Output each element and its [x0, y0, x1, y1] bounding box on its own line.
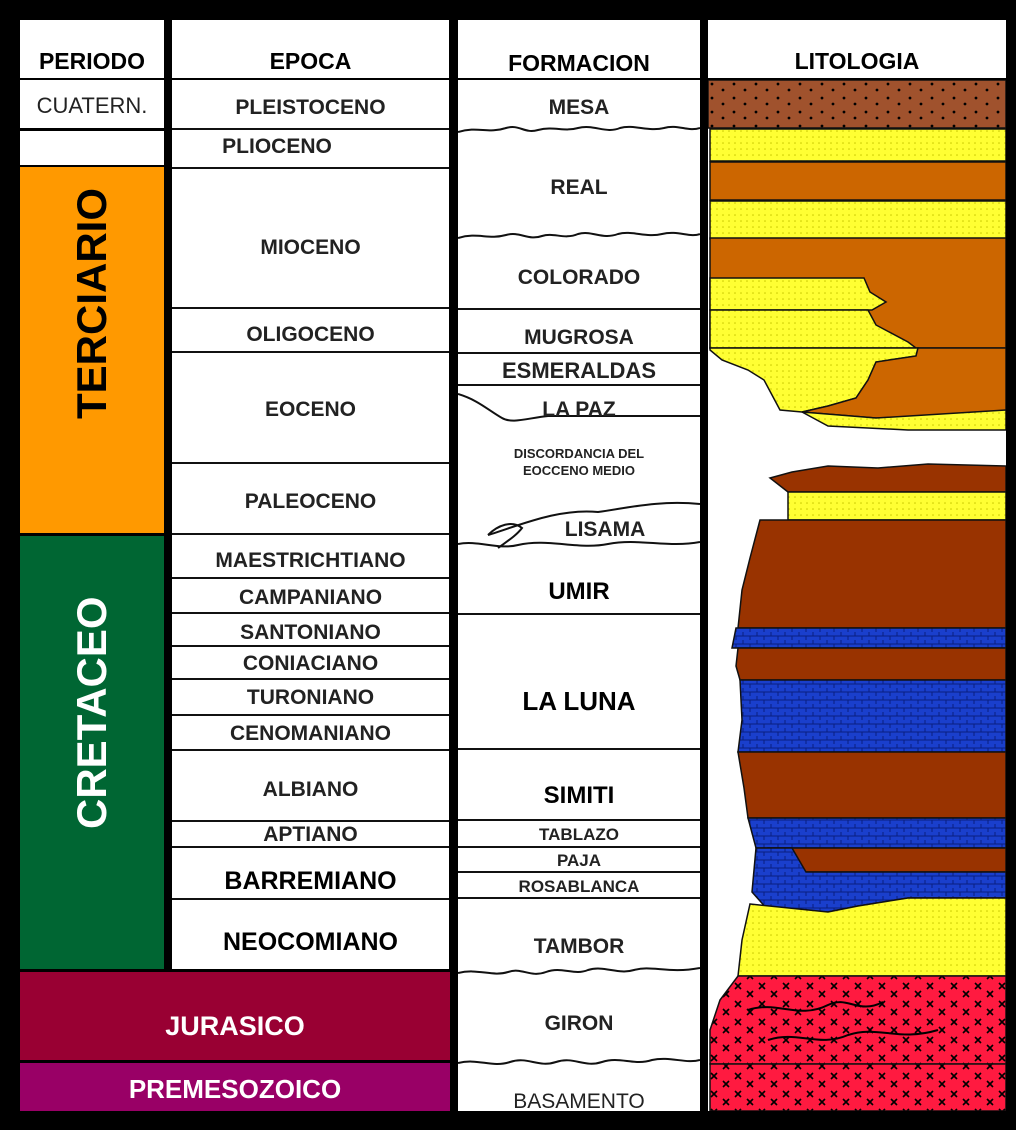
formation-tablazo: TABLAZO	[539, 825, 619, 844]
epoch-cenomaniano: CENOMANIANO	[230, 722, 391, 745]
lith-giron-fractures	[747, 1001, 939, 1041]
epoch-oligoceno: OLIGOCENO	[246, 323, 375, 346]
lithology-column	[708, 80, 1006, 1111]
header-litologia-cell	[708, 20, 1006, 78]
lith-umir-shale	[737, 519, 1006, 629]
lith-lisama-shale-top	[768, 463, 1006, 493]
formation-mesa: MESA	[548, 96, 610, 119]
formation-colorado: COLORADO	[517, 266, 641, 289]
epoch-plioceno: PLIOCENO	[222, 135, 332, 158]
formation-simiti: SIMITI	[543, 782, 615, 809]
header-litologia: LITOLOGIA	[794, 48, 920, 74]
formation-esmeraldas: ESMERALDAS	[501, 358, 656, 383]
epoch-coniaciano: CONIACIANO	[242, 652, 379, 675]
lith-laluna-lime-2	[737, 679, 1006, 753]
epoch-turoniano: TURONIANO	[246, 686, 375, 709]
formation-real: REAL	[550, 176, 608, 199]
epoca-divider	[172, 749, 449, 751]
epoca-divider	[172, 898, 449, 900]
header-epoca-cell	[172, 20, 449, 78]
lith-mesa-gravel	[708, 80, 1006, 129]
formation-mugrosa: MUGROSA	[524, 326, 634, 349]
epoca-divider	[172, 533, 449, 535]
formation-rosablanca: ROSABLANCA	[518, 877, 640, 896]
header-epoca: EPOCA	[269, 48, 352, 74]
unconformity-giron-base	[458, 1057, 700, 1065]
epoca-divider	[172, 645, 449, 647]
epoch-paleoceno: PALEOCENO	[244, 490, 377, 513]
period-terciario-block	[20, 167, 164, 533]
header-formacion-cell	[458, 20, 700, 78]
period-blank-cell	[20, 131, 164, 165]
lith-real-sand-top	[709, 128, 1006, 162]
period-cuaternario-cell	[20, 80, 164, 128]
formation-lisama: LISAMA	[564, 518, 646, 541]
lith-colorado-sand-tongue	[709, 277, 888, 311]
unconformity-lisama-side	[487, 523, 524, 549]
formation-umir: UMIR	[548, 578, 610, 605]
formation-paja: PAJA	[556, 851, 602, 870]
epoch-aptiano: APTIANO	[263, 823, 358, 846]
lith-simiti-shale	[737, 751, 1006, 819]
epoch-neocomiano: NEOCOMIANO	[223, 928, 398, 956]
unconformity-lisama-base	[458, 541, 700, 548]
epoch-barremiano: BARREMIANO	[224, 867, 397, 895]
lith-tambor-sand	[737, 897, 1006, 977]
formacion-boundaries	[458, 125, 700, 1065]
lith-real-shale	[709, 161, 1006, 201]
unconformity-mesa-base	[458, 125, 700, 133]
epoch-maestrichtiano: MAESTRICHTIANO	[215, 549, 406, 572]
epoch-albiano: ALBIANO	[262, 778, 359, 801]
formation-laluna: LA LUNA	[522, 686, 636, 716]
period-premesozoico-label: PREMESOZOICO	[128, 1074, 342, 1104]
header-periodo-cell	[20, 20, 164, 78]
epoca-divider	[172, 167, 449, 169]
lith-tablazo-lime	[747, 817, 1006, 849]
unconformity-lapaz	[458, 393, 700, 422]
formation-discordancia-line2: EOCCENO MEDIO	[523, 463, 635, 478]
unconformity-tambor-base	[458, 967, 700, 975]
epoch-campaniano: CAMPANIANO	[238, 586, 383, 609]
formation-basamento: BASAMENTO	[513, 1090, 645, 1113]
epoca-divider	[172, 714, 449, 716]
epoca-divider	[172, 678, 449, 680]
unconformity-real-base	[458, 231, 700, 239]
formation-giron: GIRON	[544, 1012, 614, 1035]
formacion-column-background	[458, 80, 700, 1111]
header-formacion: FORMACION	[508, 50, 650, 76]
period-premesozoico-block	[20, 1063, 450, 1111]
formation-lapaz: LA PAZ	[542, 398, 616, 421]
lith-laluna-lime-1	[731, 627, 1006, 649]
header-periodo: PERIODO	[38, 48, 146, 74]
lith-lapaz-sand	[801, 409, 1006, 431]
epoca-divider	[172, 846, 449, 848]
epoch-pleistoceno: PLEISTOCENO	[235, 96, 386, 119]
period-terciario-label: TERCIARIO	[68, 188, 115, 419]
epoca-divider	[172, 820, 449, 822]
period-cuaternario-label: CUATERN.	[36, 93, 148, 118]
period-jurasico-block	[20, 972, 450, 1060]
lith-giron-redbeds	[709, 975, 1006, 1065]
lith-laluna-shale-1	[735, 647, 1006, 681]
epoch-santoniano: SANTONIANO	[240, 621, 381, 644]
epoch-eoceno: EOCENO	[264, 398, 356, 421]
epoca-divider	[172, 462, 449, 464]
epoca-divider	[172, 577, 449, 579]
epoch-mioceno: MIOCENO	[260, 236, 361, 259]
lith-lisama-sand	[787, 491, 1006, 521]
formation-discordancia-line1: DISCORDANCIA DEL	[513, 446, 645, 461]
lith-basamento	[709, 1063, 1006, 1111]
formation-tambor: TAMBOR	[533, 935, 625, 958]
epoca-divider	[172, 351, 449, 353]
lith-real-sand-base	[709, 200, 1006, 240]
period-jurasico-label: JURASICO	[165, 1011, 305, 1041]
epoca-divider	[172, 128, 449, 130]
period-cretaceo-block	[20, 536, 164, 969]
epoca-divider	[172, 612, 449, 614]
period-cretaceo-label: CRETACEO	[68, 596, 115, 829]
epoca-divider	[172, 307, 449, 309]
